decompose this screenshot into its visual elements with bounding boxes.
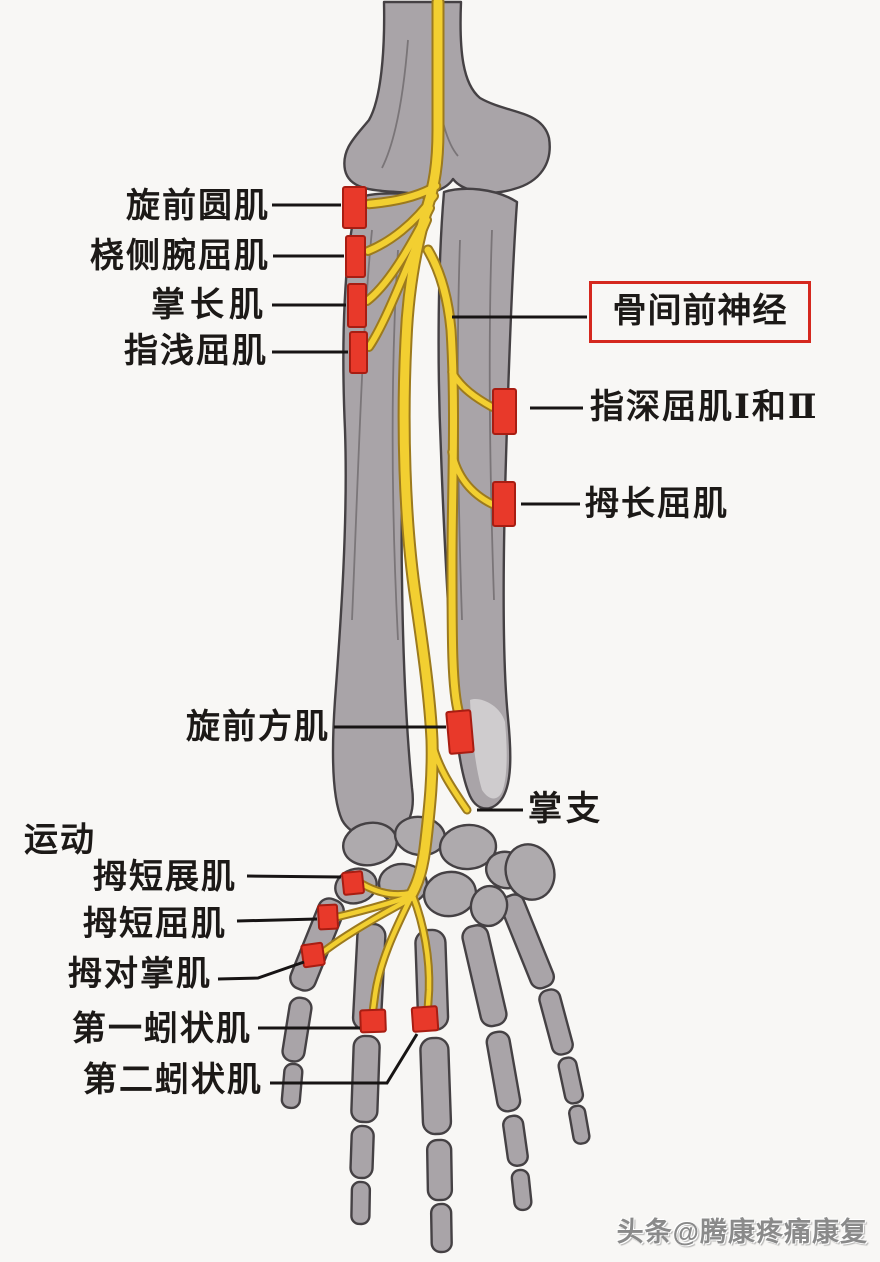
label-first-lumbrical: 第一蚓状肌	[72, 1011, 252, 1048]
label-flexor-digitorum-superficialis: 指浅屈肌	[124, 333, 268, 370]
watermark-text: 头条@腾康疼痛康复	[616, 1217, 868, 1247]
label-flexor-carpi-radialis: 桡侧腕屈肌	[90, 238, 270, 275]
marker-flexor-digitorum-profundus	[492, 388, 517, 435]
marker-palmaris-longus	[347, 283, 367, 328]
label-palmaris-longus: 掌长肌	[151, 287, 268, 324]
label-opponens-pollicis: 拇对掌肌	[68, 956, 212, 993]
label-second-lumbrical: 第二蚓状肌	[83, 1062, 263, 1099]
marker-first-lumbrical	[359, 1008, 387, 1034]
leader-second-lumbrical	[270, 1033, 419, 1085]
innervation-markers-group	[300, 186, 517, 1034]
label-anterior-interosseous-nerve-highlight-box: 骨间前神经	[589, 281, 811, 343]
ulna-distal-highlight	[470, 699, 507, 799]
marker-second-lumbrical	[410, 1005, 440, 1033]
leader-opponens-pollicis	[217, 960, 305, 981]
marker-pronator-quadratus	[445, 709, 475, 755]
label-flexor-digitorum-profundus: 指深屈肌Ⅰ和Ⅱ	[590, 389, 819, 426]
humerus-bone	[343, 0, 551, 195]
marker-flexor-pollicis-longus	[492, 481, 516, 527]
leader-flexor-pollicis-brevis	[236, 917, 318, 923]
label-motor-section: 运动	[24, 822, 96, 859]
label-flexor-pollicis-longus: 拇长屈肌	[585, 486, 729, 523]
marker-flexor-digitorum-superficialis	[349, 331, 368, 374]
marker-opponens-pollicis	[300, 941, 326, 969]
marker-flexor-carpi-radialis	[345, 235, 366, 278]
marker-flexor-pollicis-brevis	[316, 903, 340, 931]
label-flexor-pollicis-brevis: 拇短屈肌	[83, 906, 227, 943]
label-pronator-quadratus: 旋前方肌	[186, 709, 330, 746]
label-pronator-teres: 旋前圆肌	[126, 188, 270, 225]
marker-abductor-pollicis-brevis	[341, 870, 365, 896]
digit-bones	[280, 893, 591, 1254]
leader-abductor-pollicis-brevis	[246, 874, 342, 879]
label-palmar-branch: 掌支	[528, 791, 604, 828]
leader-lines-group	[217, 203, 587, 1085]
marker-pronator-teres	[342, 186, 367, 229]
label-abductor-pollicis-brevis: 拇短展肌	[93, 859, 237, 896]
